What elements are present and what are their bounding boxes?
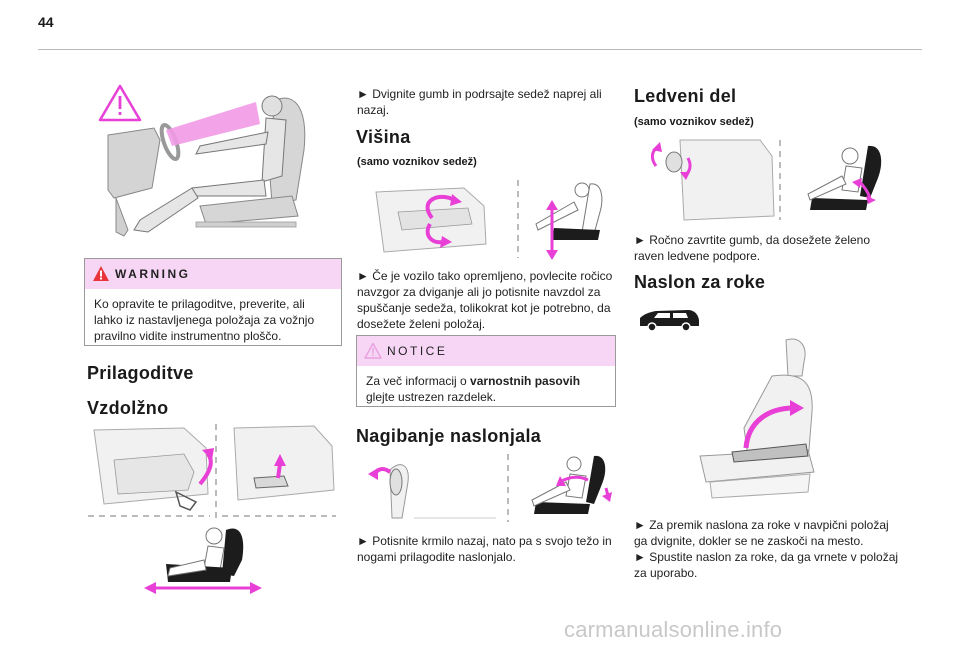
page-number: 44 (38, 14, 54, 30)
height-instruction: ► Če je vozilo tako opremljeno, povlecit… (357, 269, 613, 331)
section-heading-lumbar: Ledveni del (634, 86, 737, 106)
warning-icon (93, 266, 109, 281)
notice-title: NOTICE (387, 344, 448, 358)
section-heading-adjustments: Prilagoditve (87, 363, 194, 383)
height-adjustment-illustration (375, 180, 603, 260)
van-icon (640, 310, 699, 332)
lumbar-adjustment-illustration (650, 139, 882, 221)
recline-adjustment-illustration (368, 454, 612, 522)
notice-text-after: glejte ustrezen razdelek. (366, 390, 497, 404)
warning-text: Ko opravite te prilagoditve, preverite, … (94, 297, 315, 343)
longitudinal-adjustment-illustration (88, 424, 336, 594)
section-heading-recline: Nagibanje naslonjala (356, 426, 542, 446)
notice-text-before: Za več informacij o (366, 374, 471, 388)
section-heading-longitudinal: Vzdolžno (87, 398, 169, 418)
lumbar-instruction: ► Ročno zavrtite gumb, da dosežete želen… (634, 233, 871, 263)
height-note: (samo voznikov sedež) (357, 156, 477, 168)
watermark: carmanualsonline.info (564, 617, 783, 642)
warning-triangle-icon (98, 84, 142, 122)
recline-instruction: ► Potisnite krmilo nazaj, nato pa s svoj… (357, 534, 612, 564)
section-heading-height: Višina (356, 127, 411, 147)
lumbar-note: (samo voznikov sedež) (634, 116, 754, 128)
section-heading-armrest: Naslon za roke (634, 272, 766, 292)
notice-warning-icon (364, 342, 382, 359)
header-rule (38, 49, 922, 50)
warning-box-header: WARNING (85, 259, 341, 289)
driving-position-illustration (98, 84, 306, 237)
warning-box: WARNING Ko opravite te prilagoditve, pre… (84, 258, 342, 346)
notice-link-seatbelts: varnostnih pasovih (470, 374, 581, 388)
armrest-instruction-lower: ► Spustite naslon za roke, da ga vrnete … (634, 550, 899, 580)
notice-box-header: NOTICE (357, 336, 615, 366)
armrest-illustration (699, 338, 815, 499)
notice-box: NOTICE Za več informacij o varnostnih pa… (356, 335, 616, 407)
warning-title: WARNING (115, 267, 191, 281)
notice-text: Za več informacij o varnostnih pasovih g… (357, 366, 615, 413)
armrest-instruction-raise: ► Za premik naslona za roke v navpični p… (634, 518, 889, 548)
longitudinal-instruction: ► Dvignite gumb in podrsajte sedež napre… (357, 87, 602, 117)
